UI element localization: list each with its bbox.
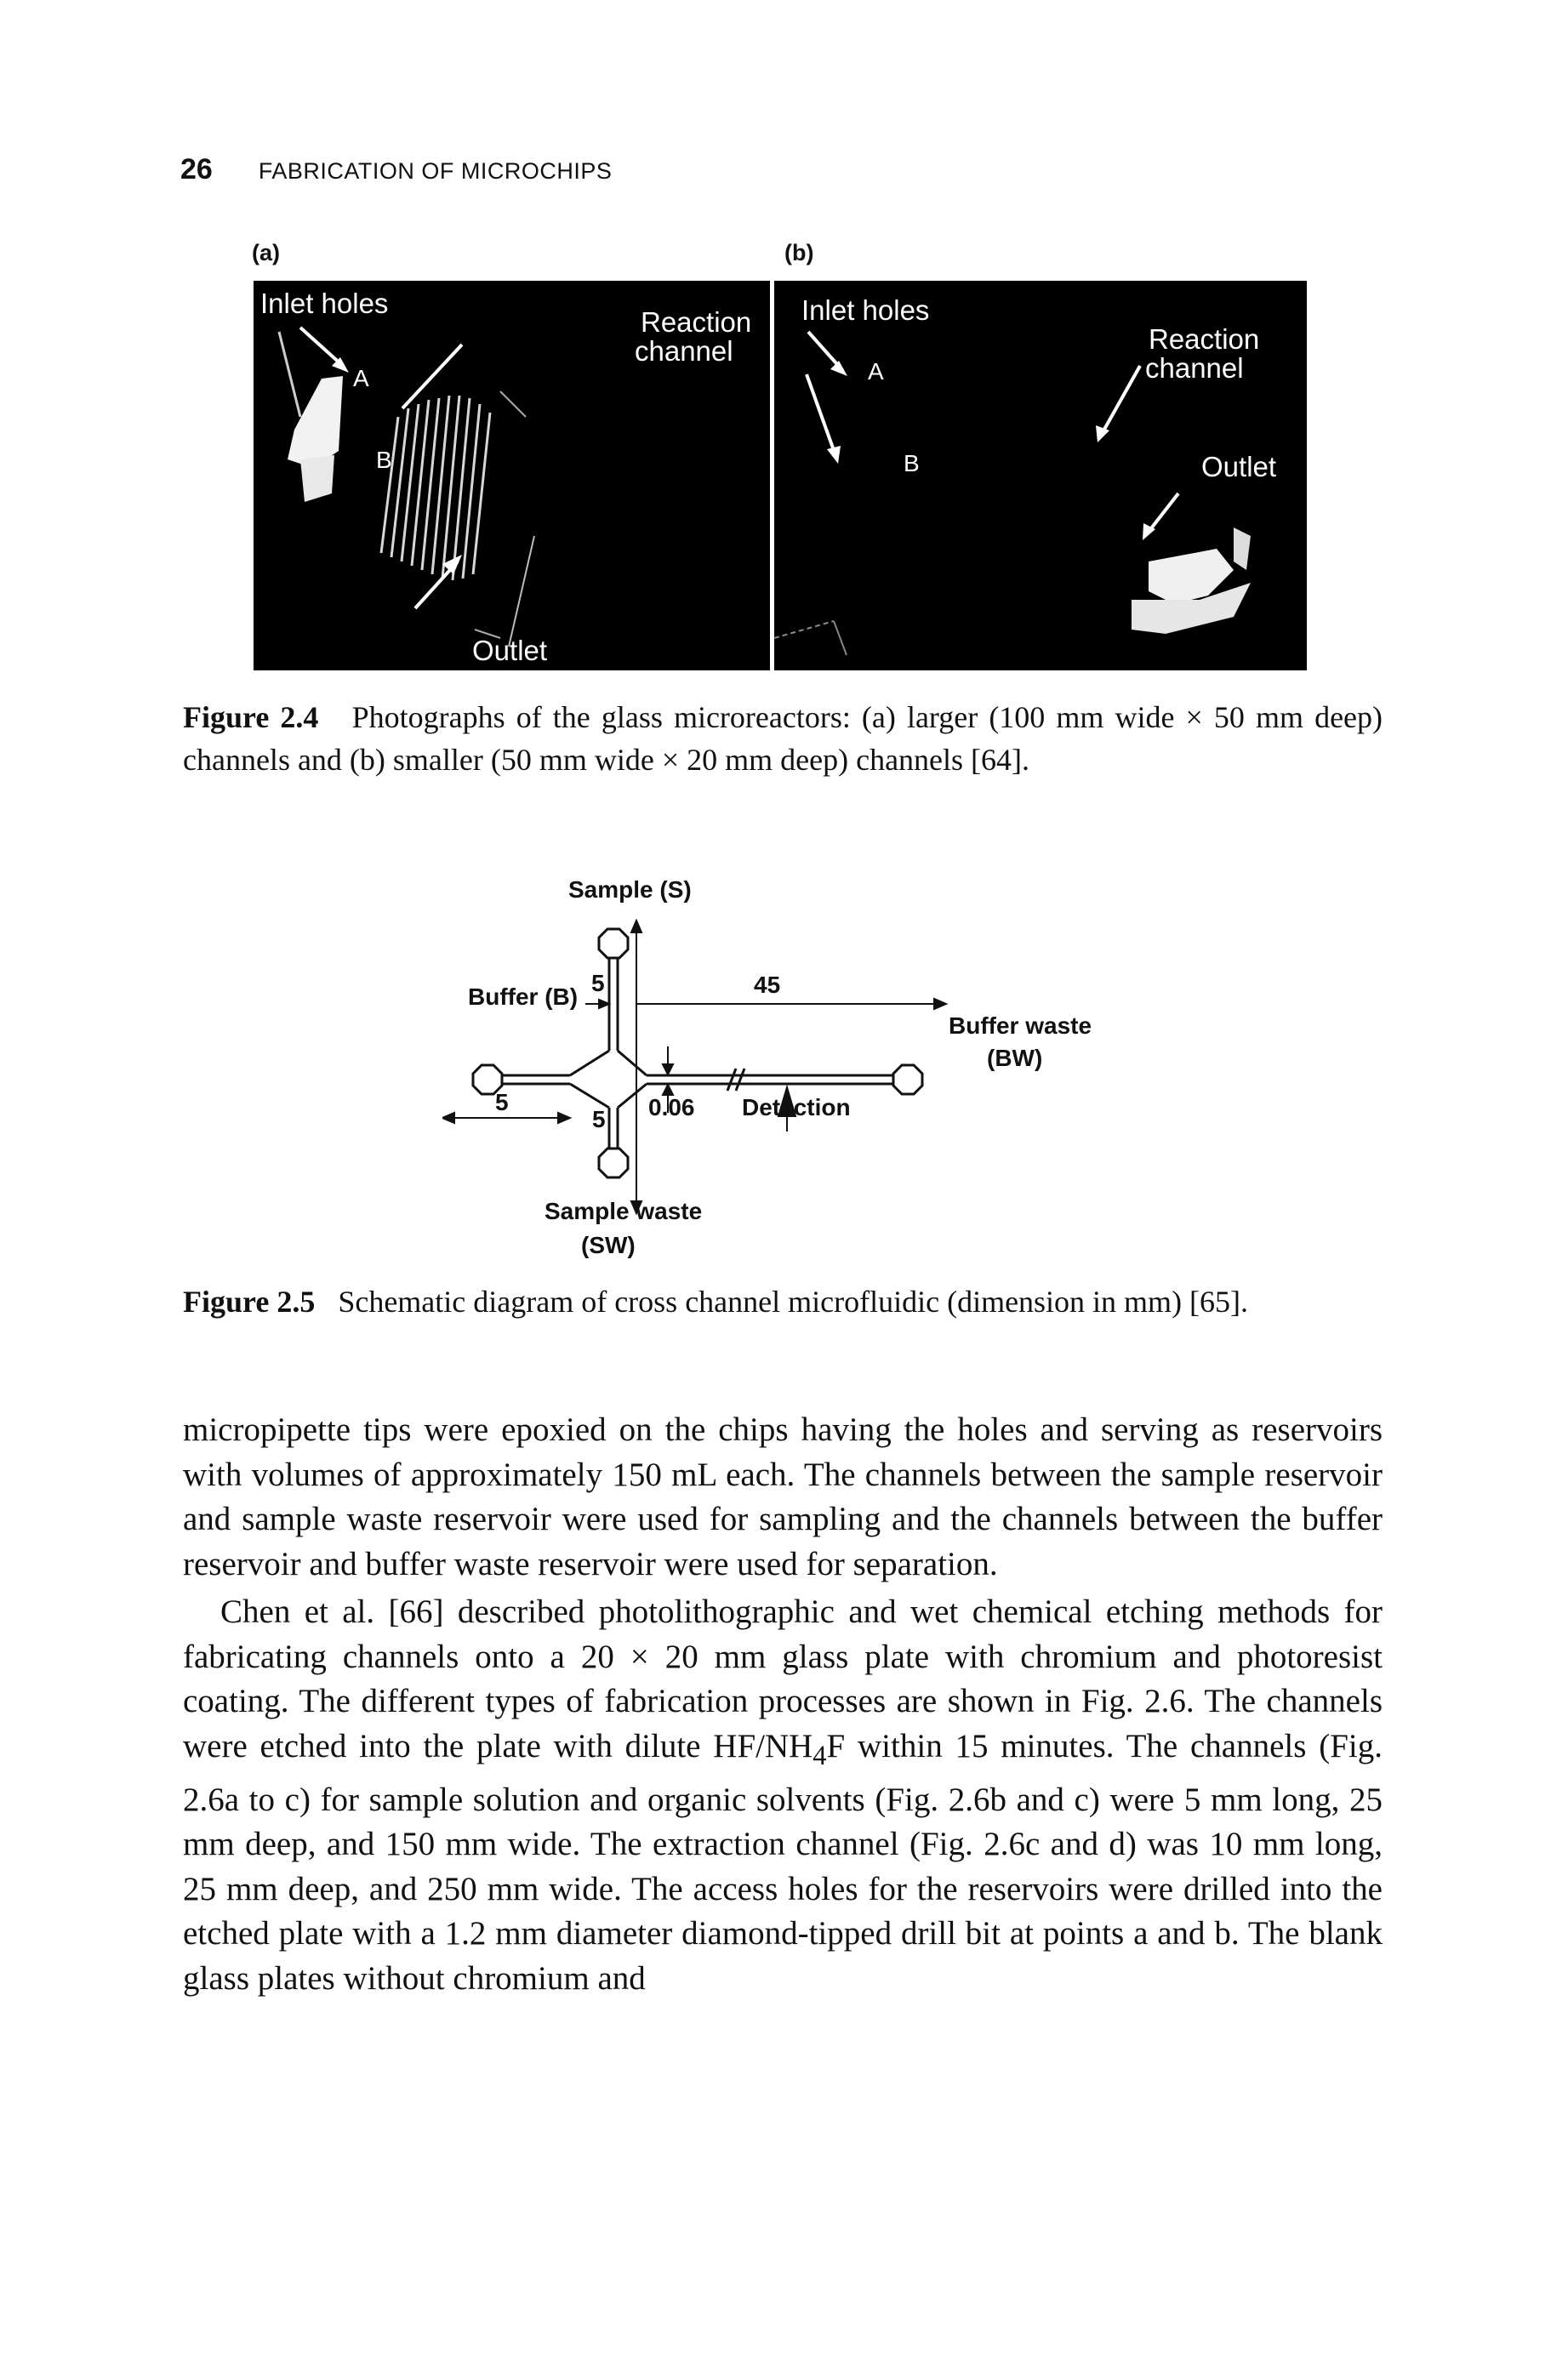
photo-a-inlet-holes: Inlet holes <box>260 288 389 319</box>
dim-5-left: 5 <box>495 1089 509 1115</box>
photo-b-channel: channel <box>1145 352 1244 384</box>
photo-a-outlet: Outlet <box>472 635 548 666</box>
photo-a-reaction: Reaction <box>641 306 752 338</box>
body-text: micropipette tips were epoxied on the ch… <box>183 1408 1383 2001</box>
photo-b-label-a: A <box>868 358 884 385</box>
photo-a-graphics <box>277 326 535 647</box>
dim-0-06: 0.06 <box>648 1094 695 1120</box>
photo-b-outlet: Outlet <box>1201 451 1277 482</box>
figure-2-5-label: Figure 2.5 <box>183 1285 316 1319</box>
photo-b-label-b: B <box>904 450 920 476</box>
figure-2-5-schematic: Sample (S) Buffer (B) Buffer waste (BW) … <box>440 876 1157 1276</box>
photo-a-channel: channel <box>635 335 733 367</box>
label-sample-waste-abbr: (SW) <box>581 1232 636 1258</box>
dim-5-bottom: 5 <box>592 1106 606 1132</box>
label-buffer-waste-abbr: (BW) <box>987 1045 1043 1071</box>
page-number: 26 <box>180 153 213 185</box>
figure-2-5-caption: Figure 2.5 Schematic diagram of cross ch… <box>183 1280 1383 1323</box>
dim-45: 45 <box>754 972 781 998</box>
schematic-drawing <box>440 918 949 1216</box>
paragraph-1: micropipette tips were epoxied on the ch… <box>183 1411 1383 1582</box>
subscript-4: 4 <box>813 1740 827 1771</box>
label-buffer: Buffer (B) <box>468 983 579 1010</box>
photo-b-reaction: Reaction <box>1149 323 1260 355</box>
paragraph-2-part-b: F within 15 minutes. The channels (Fig. … <box>183 1727 1383 1997</box>
photo-a-label-b: B <box>376 447 392 473</box>
dim-5-top: 5 <box>591 970 605 996</box>
label-sample-waste: Sample waste <box>545 1198 703 1224</box>
figure-2-4-label: Figure 2.4 <box>183 700 319 734</box>
running-title: FABRICATION OF MICROCHIPS <box>258 158 613 184</box>
photo-panel-a: Inlet holes A B Reaction channel Outlet <box>254 281 770 670</box>
panel-a-label: (a) <box>252 240 280 265</box>
photo-b-inlet-holes: Inlet holes <box>801 294 930 326</box>
label-sample: Sample (S) <box>568 876 692 903</box>
paragraph-2-part-a: Chen et al. [66] described photolithogra… <box>183 1593 1383 1764</box>
label-buffer-waste: Buffer waste <box>949 1012 1092 1039</box>
photo-b-graphics <box>774 330 1251 656</box>
running-head: 26 FABRICATION OF MICROCHIPS <box>180 153 612 196</box>
panel-b-label: (b) <box>784 240 814 265</box>
label-detection: Detection <box>742 1094 851 1120</box>
photo-panel-b: Inlet holes A B Reaction channel Outlet <box>774 281 1307 670</box>
figure-2-4-caption: Figure 2.4 Photographs of the glass micr… <box>183 696 1383 781</box>
photo-a-label-a: A <box>353 365 369 391</box>
figure-2-4-caption-text: Photographs of the glass microreactors: … <box>183 700 1383 777</box>
paragraph-2: Chen et al. [66] described photolithogra… <box>183 1590 1383 2001</box>
figure-2-5-caption-text: Schematic diagram of cross channel micro… <box>338 1285 1249 1319</box>
